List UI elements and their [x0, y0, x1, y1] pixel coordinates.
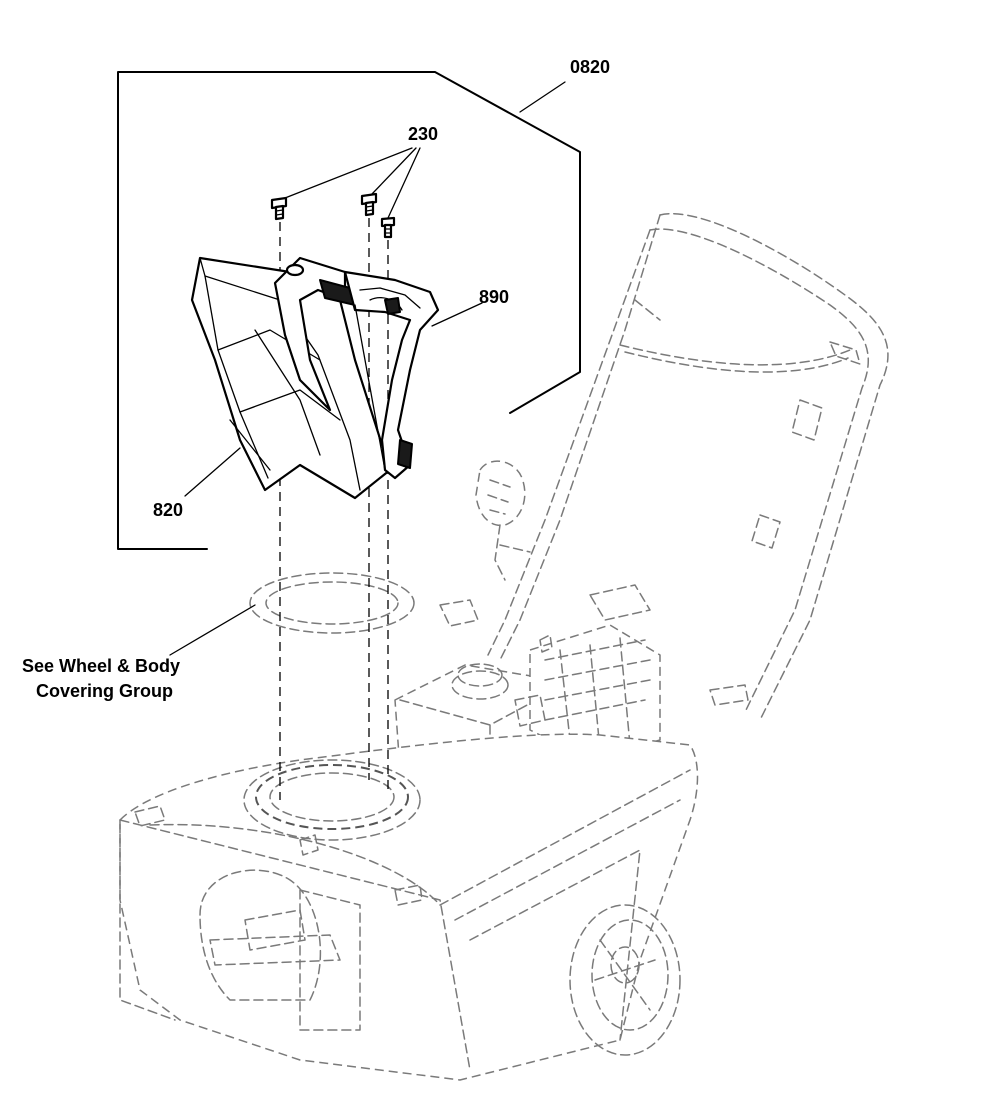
screw-left — [270, 196, 288, 221]
snowblower-ghost-outline — [119, 213, 889, 1081]
callout-230: 230 — [408, 124, 438, 144]
assembly-box-outline — [117, 71, 581, 550]
callout-reference-line2: Covering Group — [36, 681, 173, 701]
screw-parts — [270, 192, 396, 239]
screw-middle — [360, 192, 378, 217]
callout-reference-line1: See Wheel & Body — [22, 656, 180, 676]
callout-890: 890 — [479, 287, 509, 307]
chute-bracket-part — [273, 256, 440, 480]
leader-lines — [169, 81, 566, 656]
callout-820: 820 — [153, 500, 183, 520]
screw-right — [380, 216, 396, 239]
callout-0820: 0820 — [570, 57, 610, 77]
